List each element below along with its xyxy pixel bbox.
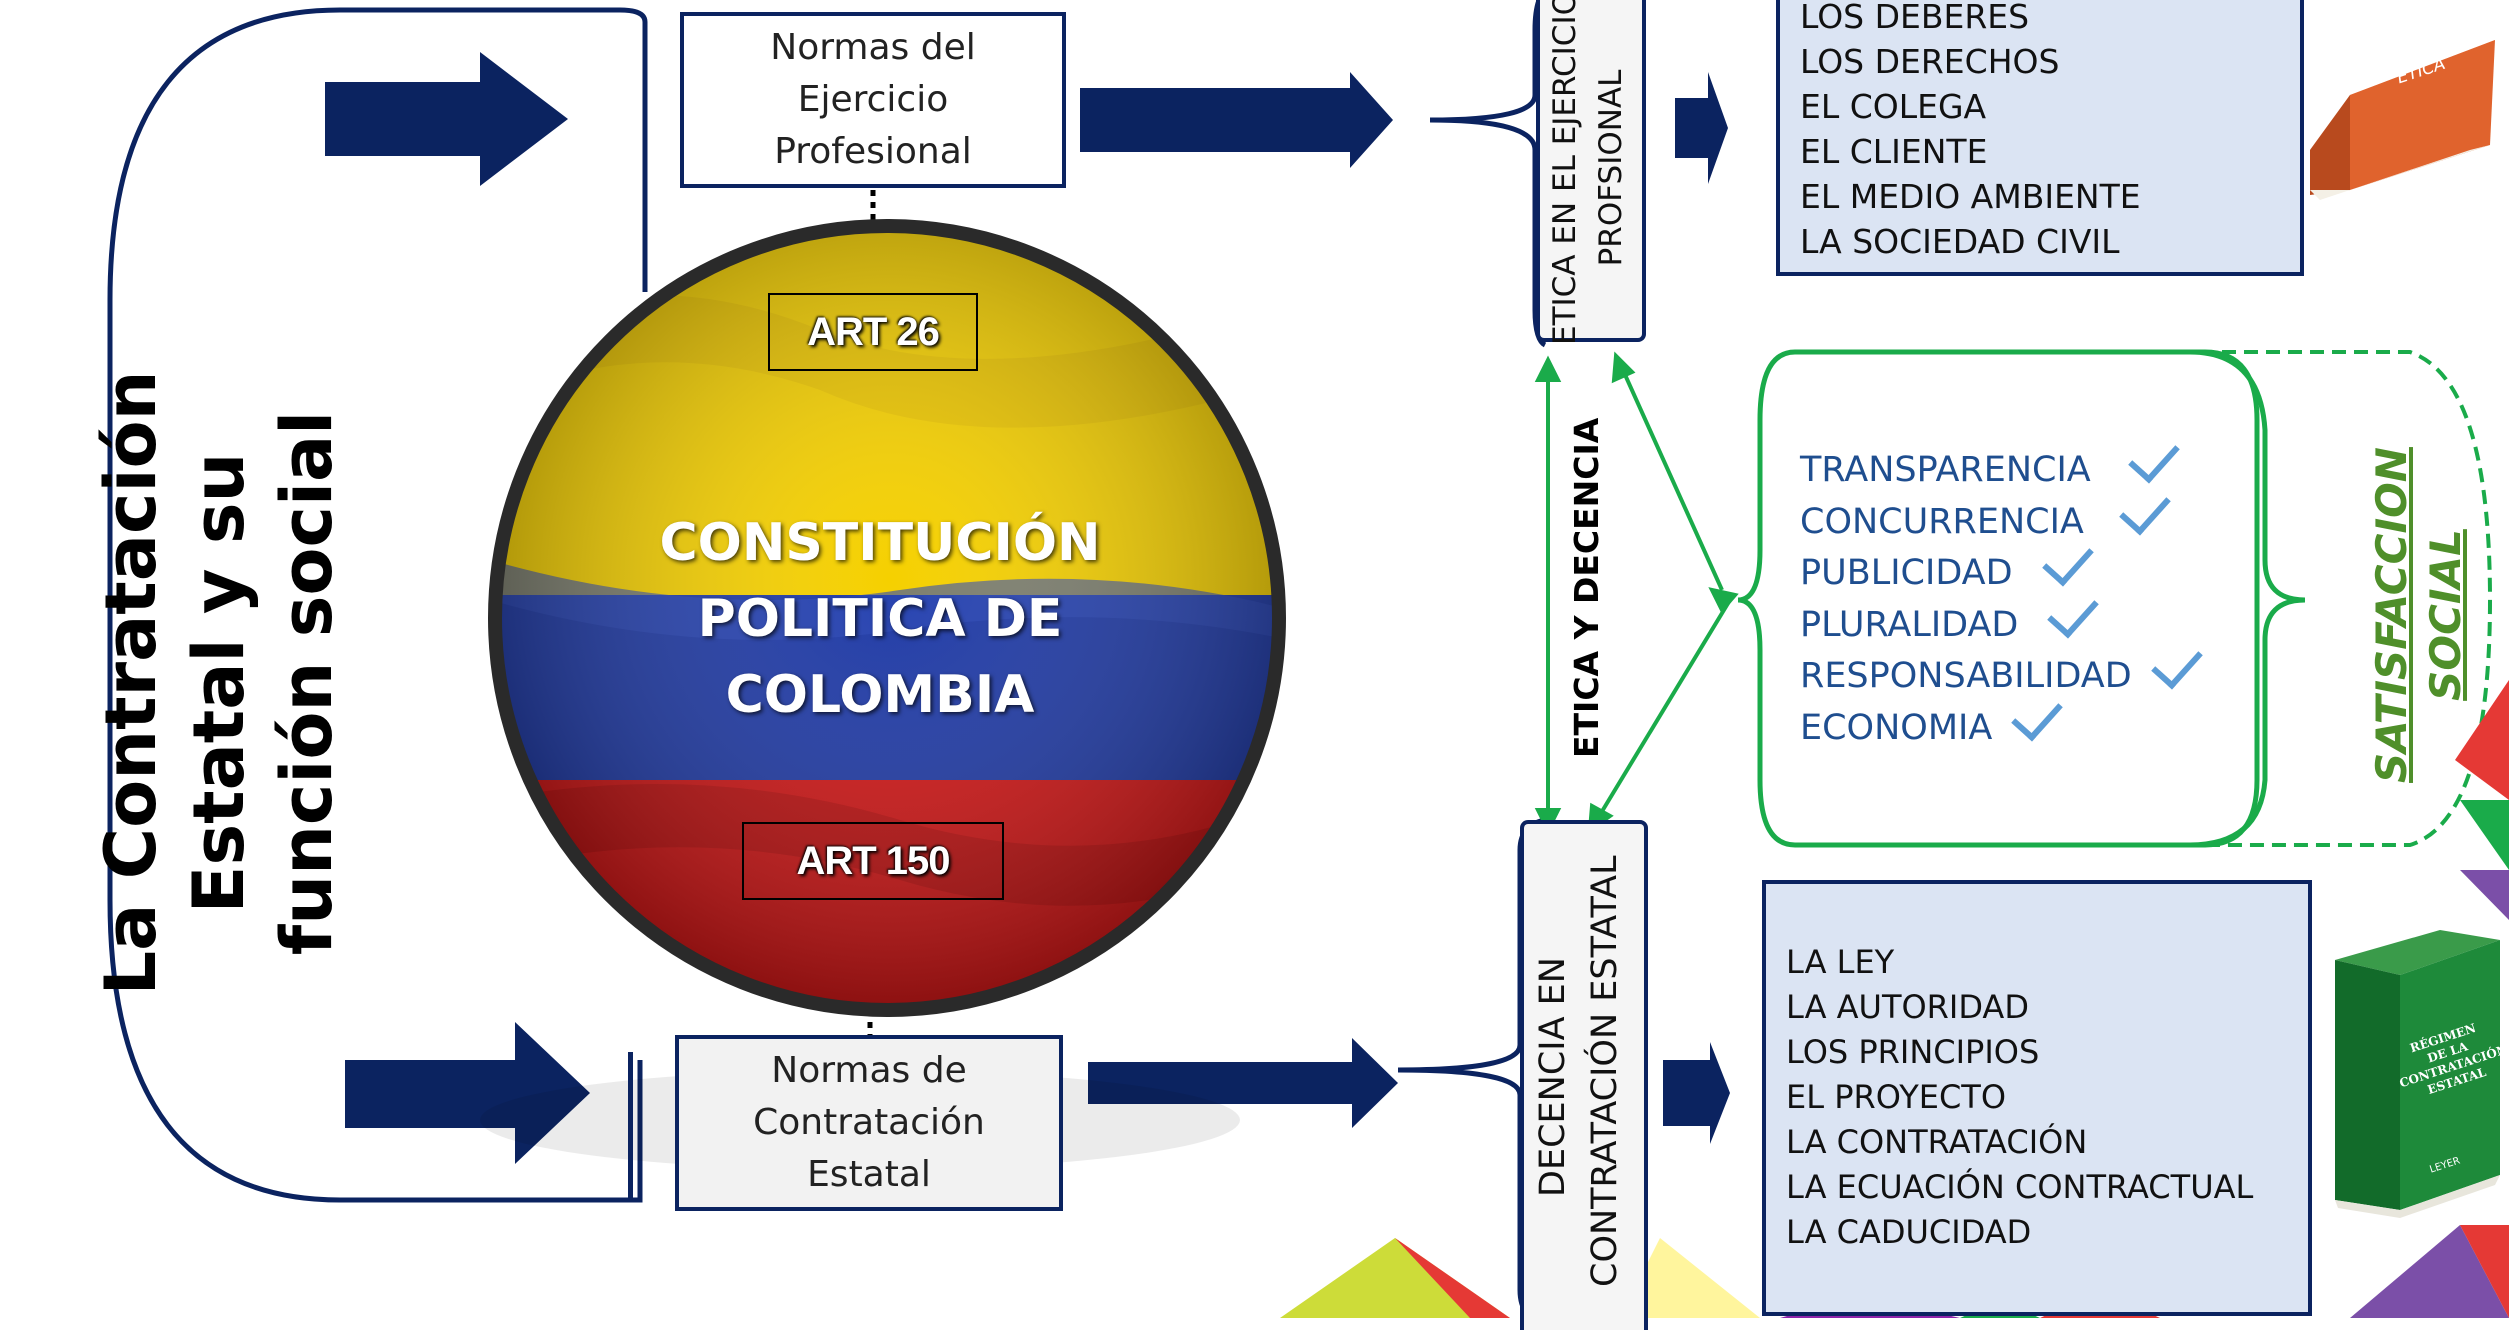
constitution-line-1: CONSTITUCIÓN xyxy=(659,513,1101,573)
contracting-item: LOS PRINCIPIOS xyxy=(1786,1033,2040,1071)
principle-label: PUBLICIDAD xyxy=(1800,553,2013,593)
contracting-item: LA LEY xyxy=(1786,943,1895,981)
principle-item: ECONOMIA xyxy=(1800,688,2200,755)
professional-norms-box: Normas del Ejercicio Profesional xyxy=(680,12,1066,188)
principle-label: PLURALIDAD xyxy=(1800,604,2019,645)
decency-label-box xyxy=(1520,820,1648,1330)
contracting-norms-line-2: Contratación xyxy=(753,1102,985,1143)
contracting-norms-box: Normas de Contratación Estatal xyxy=(675,1035,1063,1211)
ethics-item: EL MEDIO AMBIENTE xyxy=(1800,177,2141,216)
ethics-label-line-1: ETICA EN EL EJERCICIO xyxy=(1547,0,1583,346)
ethics-item: LOS DERECHOS xyxy=(1800,42,2060,81)
satisfaction-line-1: SATISFACCION xyxy=(2367,447,2416,783)
professional-norms-line-2: Ejercicio xyxy=(797,79,949,120)
ethics-label: ETICA EN EL EJERCICIO PROFSIONAL xyxy=(1542,0,1638,353)
contracting-item: LA AUTORIDAD xyxy=(1786,988,2029,1026)
ethics-item: EL COLEGA xyxy=(1800,87,1987,126)
principle-item: TRANSPARENCIA xyxy=(1800,430,2200,497)
principles-list: TRANSPARENCIA CONCURRENCIA PUBLICIDAD PL… xyxy=(1800,430,2203,755)
decency-label-line-1: DECENCIA EN xyxy=(1533,957,1573,1197)
constitution-line-2: POLITICA DE xyxy=(697,589,1063,649)
arrow-decency-to-list xyxy=(1663,1042,1730,1144)
main-title: La Contratación Estatal y su función soc… xyxy=(87,343,357,1023)
arrow-to-bottom-norms xyxy=(345,1022,590,1164)
principle-label: RESPONSABILIDAD xyxy=(1800,656,2132,696)
contracting-norms-line-3: Estatal xyxy=(807,1154,931,1195)
ethics-decency-label: ETICA Y DECENCIA xyxy=(1567,417,1606,758)
decency-label-line-2: CONTRATACIÓN ESTATAL xyxy=(1585,855,1625,1287)
contracting-norms-line-1: Normas de xyxy=(771,1050,967,1091)
professional-norms-line-3: Profesional xyxy=(774,131,972,172)
contracting-item: LA CONTRATACIÓN xyxy=(1786,1123,2088,1161)
bottom-norms-left-bar xyxy=(628,1052,633,1202)
ethics-code-book-icon xyxy=(2310,40,2495,200)
main-title-line-3: función social xyxy=(266,410,348,956)
principle-item: PUBLICIDAD xyxy=(1800,533,2200,600)
satisfaction-line-2: SOCIAL xyxy=(2421,529,2470,701)
ethics-item: LOS DEBERES xyxy=(1800,0,2030,36)
arrow-top-norms-to-ethics xyxy=(1080,72,1393,168)
constitution-line-3: COLOMBIA xyxy=(725,665,1035,725)
principles-panel xyxy=(1737,349,2260,848)
principle-item: RESPONSABILIDAD xyxy=(1800,636,2203,703)
principle-item: CONCURRENCIA xyxy=(1800,482,2200,549)
decency-label: DECENCIA EN CONTRATACIÓN ESTATAL xyxy=(1527,855,1637,1287)
left-loop-bracket xyxy=(107,7,648,1203)
contracting-item: LA ECUACIÓN CONTRACTUAL xyxy=(1786,1168,2254,1206)
contracting-item: LA CADUCIDAD xyxy=(1786,1213,2032,1251)
art-150-label: ART 150 xyxy=(742,822,1004,900)
ethics-list-box: LOS DEBERES LOS DERECHOS EL COLEGA EL CL… xyxy=(1776,0,2304,276)
contracting-item: EL PROYECTO xyxy=(1786,1078,2007,1116)
principle-label: TRANSPARENCIA xyxy=(1800,450,2091,490)
ethics-item: LA SOCIEDAD CIVIL xyxy=(1800,222,2120,261)
main-title-line-2: Estatal y su xyxy=(178,452,260,914)
art-26-label: ART 26 xyxy=(768,293,978,371)
social-satisfaction-label: SATISFACCION SOCIAL xyxy=(2365,425,2475,805)
ethics-label-box xyxy=(1536,0,1646,342)
constitution-title: CONSTITUCIÓN POLITICA DE COLOMBIA xyxy=(610,505,1150,733)
ethics-brace xyxy=(1429,0,1542,123)
principle-item: PLURALIDAD xyxy=(1800,585,2200,652)
ethics-item: EL CLIENTE xyxy=(1800,132,1988,171)
contracting-regime-book-icon xyxy=(2335,930,2500,1218)
principle-label: ECONOMIA xyxy=(1800,707,1993,748)
arrow-ethics-to-list xyxy=(1675,72,1728,184)
arrow-to-top-norms xyxy=(325,52,568,186)
ethics-label-line-2: PROFSIONAL xyxy=(1593,69,1629,267)
professional-norms-line-1: Normas del xyxy=(770,27,976,68)
arrow-bottom-norms-to-decency xyxy=(1088,1038,1398,1128)
satisfaction-arc xyxy=(2189,349,2306,848)
main-title-line-1: La Contratación xyxy=(90,370,172,996)
contracting-list-box: LA LEY LA AUTORIDAD LOS PRINCIPIOS EL PR… xyxy=(1762,880,2312,1316)
principle-label: CONCURRENCIA xyxy=(1800,501,2084,542)
